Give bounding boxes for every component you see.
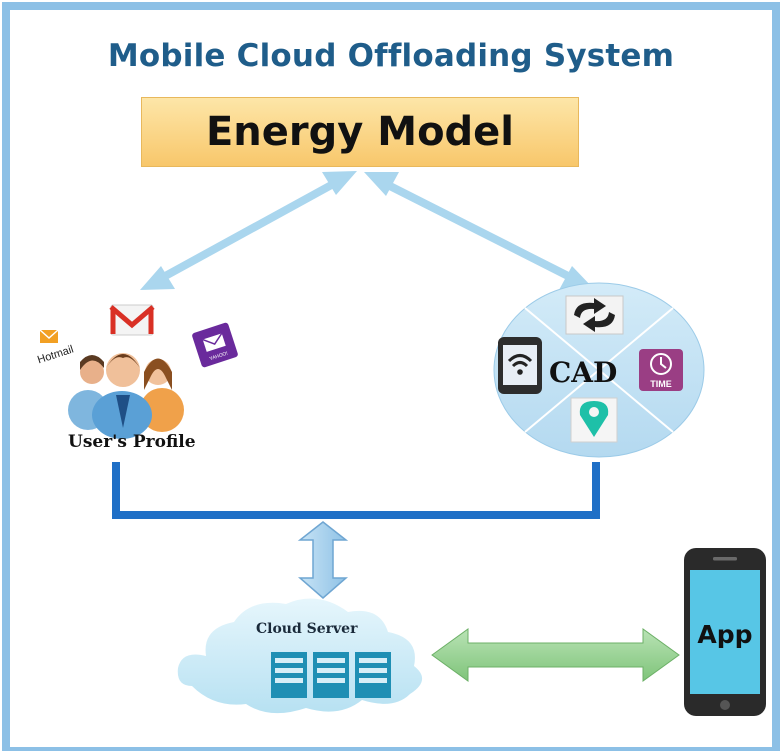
energy-to-profile-arrow bbox=[140, 171, 357, 290]
time-icon-label: TIME bbox=[650, 379, 672, 389]
location-pin-icon bbox=[570, 397, 618, 443]
time-clock-icon: TIME bbox=[639, 349, 683, 391]
users-profile-label: User's Profile bbox=[68, 432, 196, 452]
yahoo-icon: YAHOO! bbox=[192, 322, 238, 368]
hotmail-icon bbox=[39, 329, 59, 343]
cloud-app-arrow bbox=[431, 628, 680, 682]
cloud-server-label: Cloud Server bbox=[256, 621, 358, 637]
svg-text:YAHOO!: YAHOO! bbox=[209, 351, 229, 363]
energy-model-box: Energy Model bbox=[141, 97, 579, 167]
sync-arrows-icon bbox=[565, 295, 624, 335]
cad-circle bbox=[493, 282, 705, 458]
profile-cad-connector bbox=[112, 462, 600, 519]
app-label: App bbox=[697, 620, 753, 649]
server-rack-icon bbox=[271, 652, 391, 698]
energy-to-cad-arrow bbox=[364, 172, 594, 290]
connector-to-cloud-arrow bbox=[297, 521, 349, 599]
gmail-icon bbox=[109, 304, 155, 336]
users-group-icon bbox=[68, 353, 184, 439]
cad-label: CAD bbox=[549, 356, 618, 389]
page-title: Mobile Cloud Offloading System bbox=[107, 38, 675, 74]
smartphone-icon bbox=[684, 548, 766, 716]
wifi-phone-icon bbox=[498, 337, 542, 394]
energy-model-label: Energy Model bbox=[205, 109, 515, 155]
